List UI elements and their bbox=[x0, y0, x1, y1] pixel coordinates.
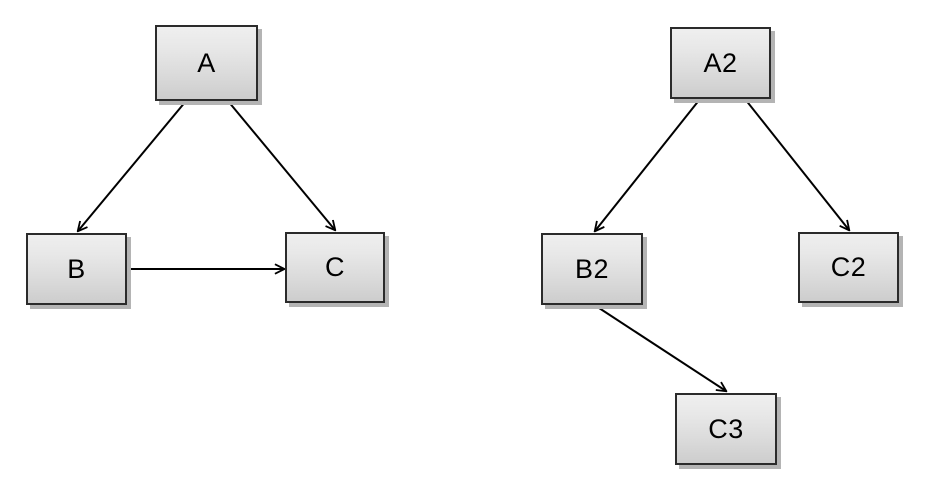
node-b[interactable]: B bbox=[26, 233, 127, 305]
edge-a-to-b bbox=[78, 100, 187, 231]
edges-group bbox=[78, 98, 849, 391]
node-label-c: C bbox=[325, 252, 345, 282]
node-c[interactable]: C bbox=[285, 232, 385, 303]
node-label-c2: C2 bbox=[830, 252, 867, 282]
node-label-a2: A2 bbox=[703, 47, 738, 78]
node-c3[interactable]: C3 bbox=[675, 393, 777, 465]
node-label-a: A bbox=[197, 47, 216, 78]
node-a[interactable]: A bbox=[155, 25, 258, 101]
node-label-b2: B2 bbox=[574, 253, 610, 284]
edge-b2-to-c3 bbox=[595, 305, 726, 391]
edge-a2-to-c2 bbox=[744, 98, 849, 230]
node-b2[interactable]: B2 bbox=[541, 233, 643, 305]
node-c2[interactable]: C2 bbox=[798, 232, 899, 303]
node-a2[interactable]: A2 bbox=[670, 27, 771, 99]
node-label-c3: C3 bbox=[708, 413, 744, 444]
edge-a2-to-b2 bbox=[595, 98, 701, 231]
edge-a-to-c bbox=[227, 100, 335, 230]
node-label-b: B bbox=[67, 253, 86, 284]
